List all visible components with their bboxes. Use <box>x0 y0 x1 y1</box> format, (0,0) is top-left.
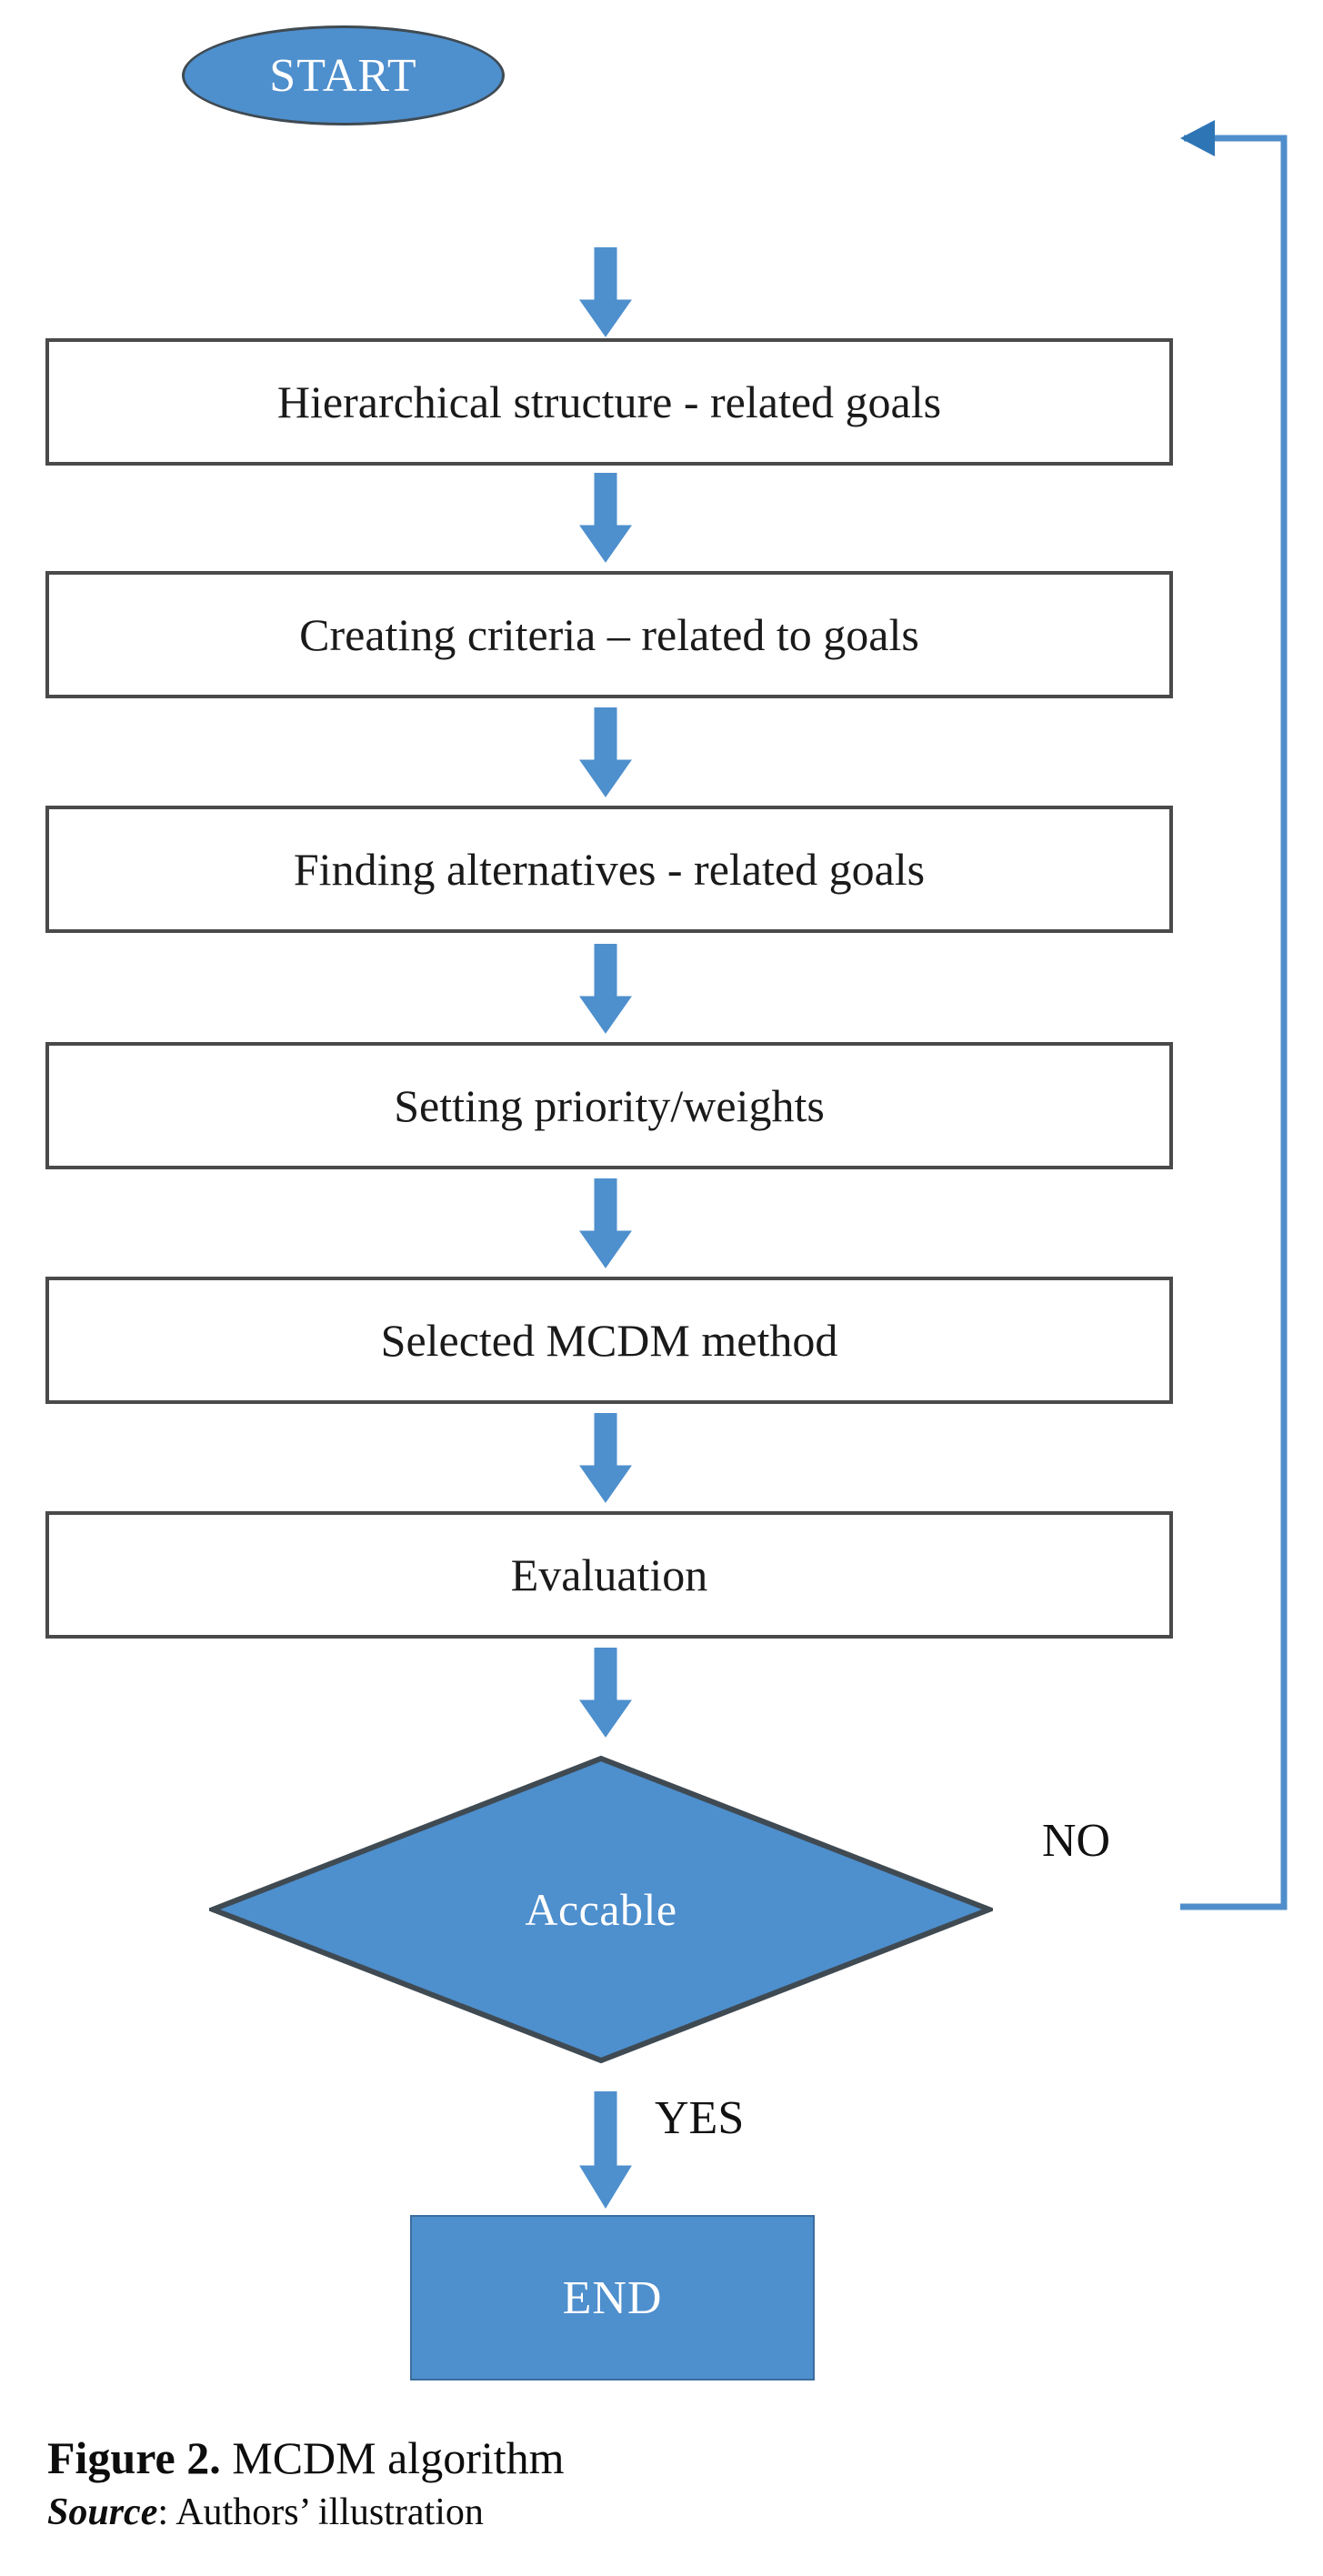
arrow-hierarchy-to-criteria <box>578 473 633 564</box>
caption-source-text: : Authors’ illustration <box>157 2491 484 2533</box>
node-setting-priority-label: Setting priority/weights <box>394 1080 825 1131</box>
arrow-method-to-evaluation <box>578 1413 633 1504</box>
caption-source-line: Source: Authors’ illustration <box>47 2488 1229 2537</box>
node-hierarchical-structure[interactable]: Hierarchical structure - related goals <box>45 338 1173 466</box>
arrow-evaluation-to-decision <box>578 1648 633 1739</box>
flowchart-canvas: START Hierarchical structure - related g… <box>45 25 1323 2381</box>
caption-figure-number: Figure 2. <box>47 2432 221 2483</box>
node-setting-priority[interactable]: Setting priority/weights <box>45 1042 1173 1169</box>
node-start[interactable]: START <box>182 25 505 125</box>
connector-no-feedback <box>1128 109 1323 1937</box>
caption-source-label: Source <box>47 2491 158 2533</box>
arrow-priority-to-method <box>578 1178 633 1269</box>
caption-figure-title: MCDM algorithm <box>220 2432 565 2483</box>
node-evaluation-label: Evaluation <box>510 1549 708 1600</box>
node-finding-alternatives-label: Finding alternatives - related goals <box>293 844 926 895</box>
arrow-alternatives-to-priority <box>578 944 633 1035</box>
node-end[interactable]: END <box>410 2215 815 2381</box>
node-creating-criteria-label: Creating criteria – related to goals <box>299 609 919 660</box>
caption-title-line: Figure 2. MCDM algorithm <box>47 2430 1229 2486</box>
node-selected-mcdm-method-label: Selected MCDM method <box>380 1315 838 1366</box>
node-decision-accable[interactable]: Accable <box>209 1755 993 2064</box>
arrow-start-to-hierarchy <box>578 247 633 338</box>
node-end-label: END <box>562 2271 663 2324</box>
branch-label-yes: YES <box>655 2092 745 2144</box>
node-start-label: START <box>269 49 417 102</box>
figure-caption: Figure 2. MCDM algorithm Source: Authors… <box>47 2430 1229 2537</box>
arrow-criteria-to-alternatives <box>578 707 633 798</box>
node-hierarchical-structure-label: Hierarchical structure - related goals <box>276 376 942 427</box>
branch-label-no: NO <box>1042 1815 1111 1867</box>
node-evaluation[interactable]: Evaluation <box>45 1511 1173 1639</box>
node-creating-criteria[interactable]: Creating criteria – related to goals <box>45 571 1173 698</box>
arrow-decision-to-end <box>578 2091 633 2210</box>
node-selected-mcdm-method[interactable]: Selected MCDM method <box>45 1277 1173 1404</box>
node-finding-alternatives[interactable]: Finding alternatives - related goals <box>45 806 1173 933</box>
